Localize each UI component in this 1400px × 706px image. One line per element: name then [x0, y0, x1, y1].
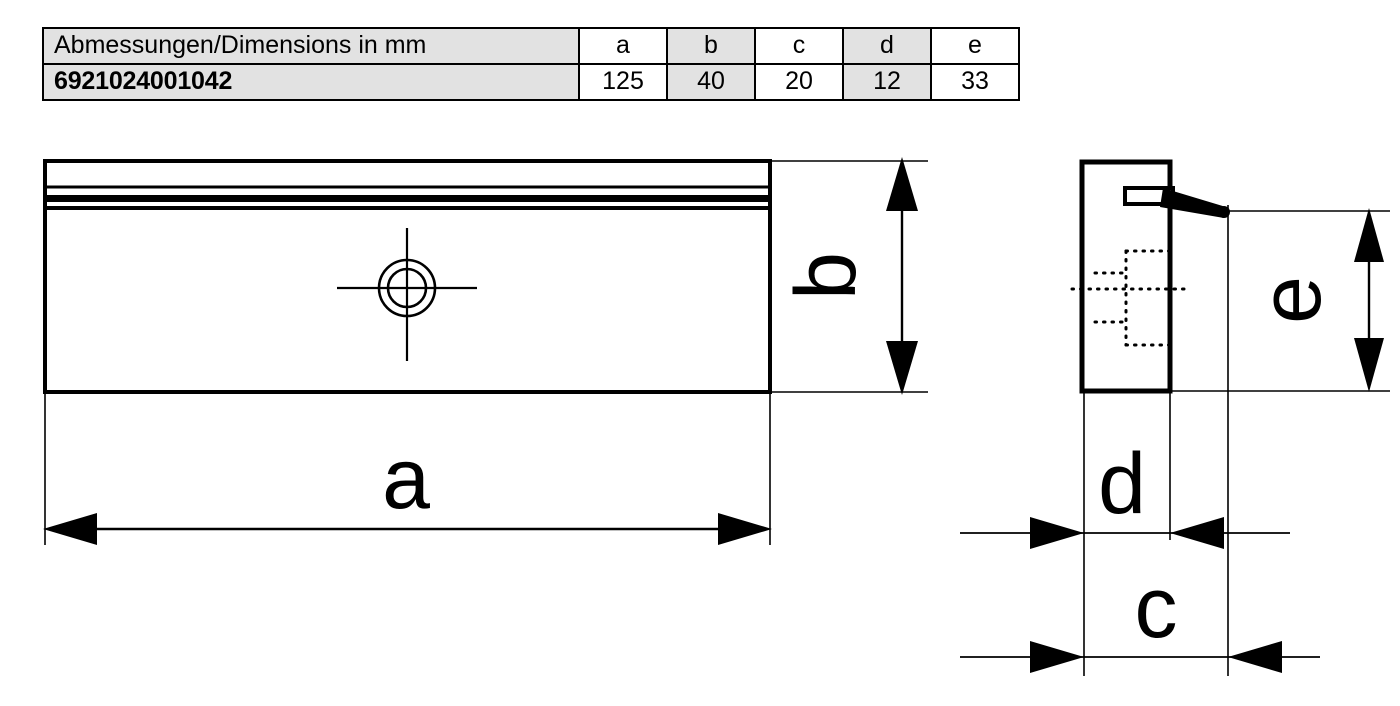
table-value-a: 125: [578, 63, 668, 101]
side-view-e-extension-lines: [1170, 210, 1390, 392]
side-view-cd-extension-lines: [1083, 162, 1229, 676]
dimension-d: d: [960, 436, 1290, 549]
dimension-e: e: [1243, 208, 1384, 392]
table-value-c: 20: [754, 63, 844, 101]
front-view-b-extension-lines: [772, 160, 928, 393]
table-header-col-e: e: [930, 27, 1020, 65]
table-header-row: Abmessungen/Dimensions in mm a b c d e: [42, 27, 1020, 65]
table-header-col-b: b: [666, 27, 756, 65]
side-view-hidden-lines: [1093, 249, 1174, 347]
dimension-table-grid: Abmessungen/Dimensions in mm a b c d e 6…: [42, 27, 1020, 101]
table-value-e: 33: [930, 63, 1020, 101]
table-header-label: Abmessungen/Dimensions in mm: [42, 27, 580, 65]
table-value-b: 40: [666, 63, 756, 101]
dimension-label-a: a: [382, 431, 430, 527]
front-view-a-extension-lines: [44, 392, 771, 545]
table-header-col-d: d: [842, 27, 932, 65]
dimension-label-e: e: [1243, 276, 1339, 324]
front-view-top-rails: [43, 159, 772, 210]
front-view: [43, 159, 928, 545]
side-view-slot: [1123, 186, 1175, 206]
table-row: 6921024001042 125 40 20 12 33: [42, 63, 1020, 101]
table-header-col-c: c: [754, 27, 844, 65]
table-header-col-a: a: [578, 27, 668, 65]
part-number-cell: 6921024001042: [42, 63, 580, 101]
front-view-hole: [337, 228, 477, 361]
dimension-label-c: c: [1135, 560, 1178, 656]
dimension-a: a: [43, 431, 772, 545]
table-value-d: 12: [842, 63, 932, 101]
side-view-leader-arrow: [1160, 188, 1226, 218]
dimension-table: Abmessungen/Dimensions in mm a b c d e 6…: [42, 27, 1020, 101]
dimension-b: b: [778, 157, 918, 395]
side-view: [1070, 159, 1390, 676]
dimension-c: c: [960, 560, 1320, 673]
dimension-label-b: b: [778, 252, 874, 300]
front-view-body: [43, 206, 772, 394]
dimension-label-d: d: [1098, 436, 1146, 532]
